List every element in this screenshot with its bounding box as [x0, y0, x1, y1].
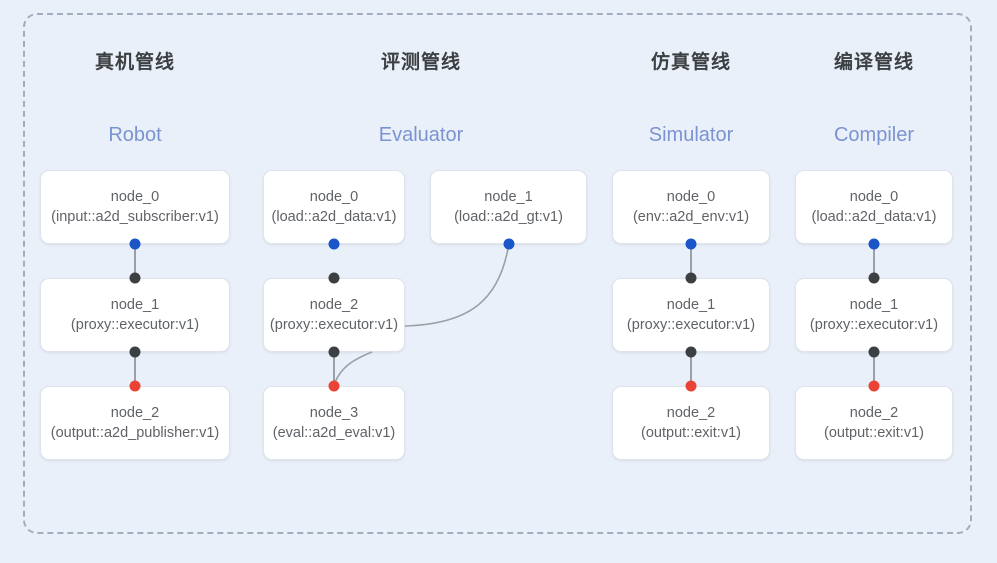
column-header-compiler: 编译管线 Compiler: [795, 50, 953, 146]
port-black-bottom-icon[interactable]: [328, 346, 340, 358]
node-spec: (input::a2d_subscriber:v1): [51, 209, 219, 225]
column-title-cn-evaluator: 评测管线: [380, 52, 461, 73]
node-box[interactable]: node_0(load::a2d_data:v1): [795, 170, 953, 244]
node-spec: (output::exit:v1): [641, 425, 741, 441]
node-box[interactable]: node_3(eval::a2d_eval:v1): [263, 386, 405, 460]
node-spec: (load::a2d_data:v1): [811, 209, 937, 225]
node-name: node_2: [110, 405, 160, 421]
column-title-en-robot: Robot: [108, 124, 162, 146]
node-box[interactable]: node_2(output::exit:v1): [795, 386, 953, 460]
node-box[interactable]: node_2(output::exit:v1): [612, 386, 770, 460]
node-box[interactable]: node_0(input::a2d_subscriber:v1): [40, 170, 230, 244]
port-blue-bottom-icon[interactable]: [685, 238, 697, 250]
port-black-bottom-icon[interactable]: [129, 346, 141, 358]
node-box[interactable]: node_2(output::a2d_publisher:v1): [40, 386, 230, 460]
node-name: node_0: [666, 189, 716, 205]
node-box[interactable]: node_1(load::a2d_gt:v1): [430, 170, 587, 244]
column-title-en-compiler: Compiler: [833, 124, 915, 146]
port-red-top-icon[interactable]: [685, 380, 697, 392]
port-red-top-icon[interactable]: [328, 380, 340, 392]
column-title-cn-compiler: 编译管线: [833, 52, 914, 73]
column-header-evaluator: 评测管线 Evaluator: [263, 50, 579, 146]
pipeline-overview-panel: [23, 13, 972, 534]
node-name: node_3: [309, 405, 359, 421]
port-black-top-icon[interactable]: [129, 272, 141, 284]
node-spec: (proxy::executor:v1): [269, 317, 399, 333]
node-box[interactable]: node_1(proxy::executor:v1): [40, 278, 230, 352]
column-header-simulator: 仿真管线 Simulator: [612, 50, 770, 146]
port-black-top-icon[interactable]: [868, 272, 880, 284]
column-title-cn-simulator: 仿真管线: [650, 52, 731, 73]
column-header-robot: 真机管线 Robot: [40, 50, 230, 146]
port-blue-bottom-icon[interactable]: [328, 238, 340, 250]
node-spec: (proxy::executor:v1): [626, 317, 756, 333]
node-name: node_2: [666, 405, 716, 421]
column-title-en-evaluator: Evaluator: [378, 124, 464, 146]
node-name: node_2: [849, 405, 899, 421]
node-spec: (proxy::executor:v1): [70, 317, 200, 333]
node-box[interactable]: node_0(env::a2d_env:v1): [612, 170, 770, 244]
column-title-cn-robot: 真机管线: [94, 52, 175, 73]
port-red-top-icon[interactable]: [868, 380, 880, 392]
node-name: node_0: [849, 189, 899, 205]
edge-vertical: [873, 244, 875, 278]
node-box[interactable]: node_1(proxy::executor:v1): [795, 278, 953, 352]
edge-vertical: [134, 244, 136, 278]
node-spec: (output::exit:v1): [824, 425, 924, 441]
port-black-top-icon[interactable]: [685, 272, 697, 284]
node-box[interactable]: node_0(load::a2d_data:v1): [263, 170, 405, 244]
port-blue-bottom-icon[interactable]: [129, 238, 141, 250]
node-name: node_1: [484, 189, 533, 205]
node-name: node_0: [110, 189, 160, 205]
column-title-en-simulator: Simulator: [648, 124, 734, 146]
node-name: node_1: [110, 297, 160, 313]
port-red-top-icon[interactable]: [129, 380, 141, 392]
node-spec: (proxy::executor:v1): [809, 317, 939, 333]
node-spec: (env::a2d_env:v1): [632, 209, 750, 225]
port-blue-bottom-icon[interactable]: [868, 238, 880, 250]
edge-vertical: [690, 244, 692, 278]
edge-vertical: [873, 352, 875, 386]
port-black-bottom-icon[interactable]: [868, 346, 880, 358]
node-name: node_1: [849, 297, 899, 313]
node-box[interactable]: node_2(proxy::executor:v1): [263, 278, 405, 352]
port-black-top-icon[interactable]: [328, 272, 340, 284]
node-spec: (load::a2d_gt:v1): [454, 209, 563, 225]
node-name: node_2: [309, 297, 359, 313]
node-name: node_0: [309, 189, 359, 205]
node-name: node_1: [666, 297, 716, 313]
edge-vertical: [690, 352, 692, 386]
edge-vertical: [134, 352, 136, 386]
node-spec: (eval::a2d_eval:v1): [272, 425, 396, 441]
node-spec: (load::a2d_data:v1): [271, 209, 397, 225]
node-box[interactable]: node_1(proxy::executor:v1): [612, 278, 770, 352]
port-black-bottom-icon[interactable]: [685, 346, 697, 358]
node-spec: (output::a2d_publisher:v1): [50, 425, 220, 441]
port-blue-bottom-icon[interactable]: [503, 238, 514, 250]
